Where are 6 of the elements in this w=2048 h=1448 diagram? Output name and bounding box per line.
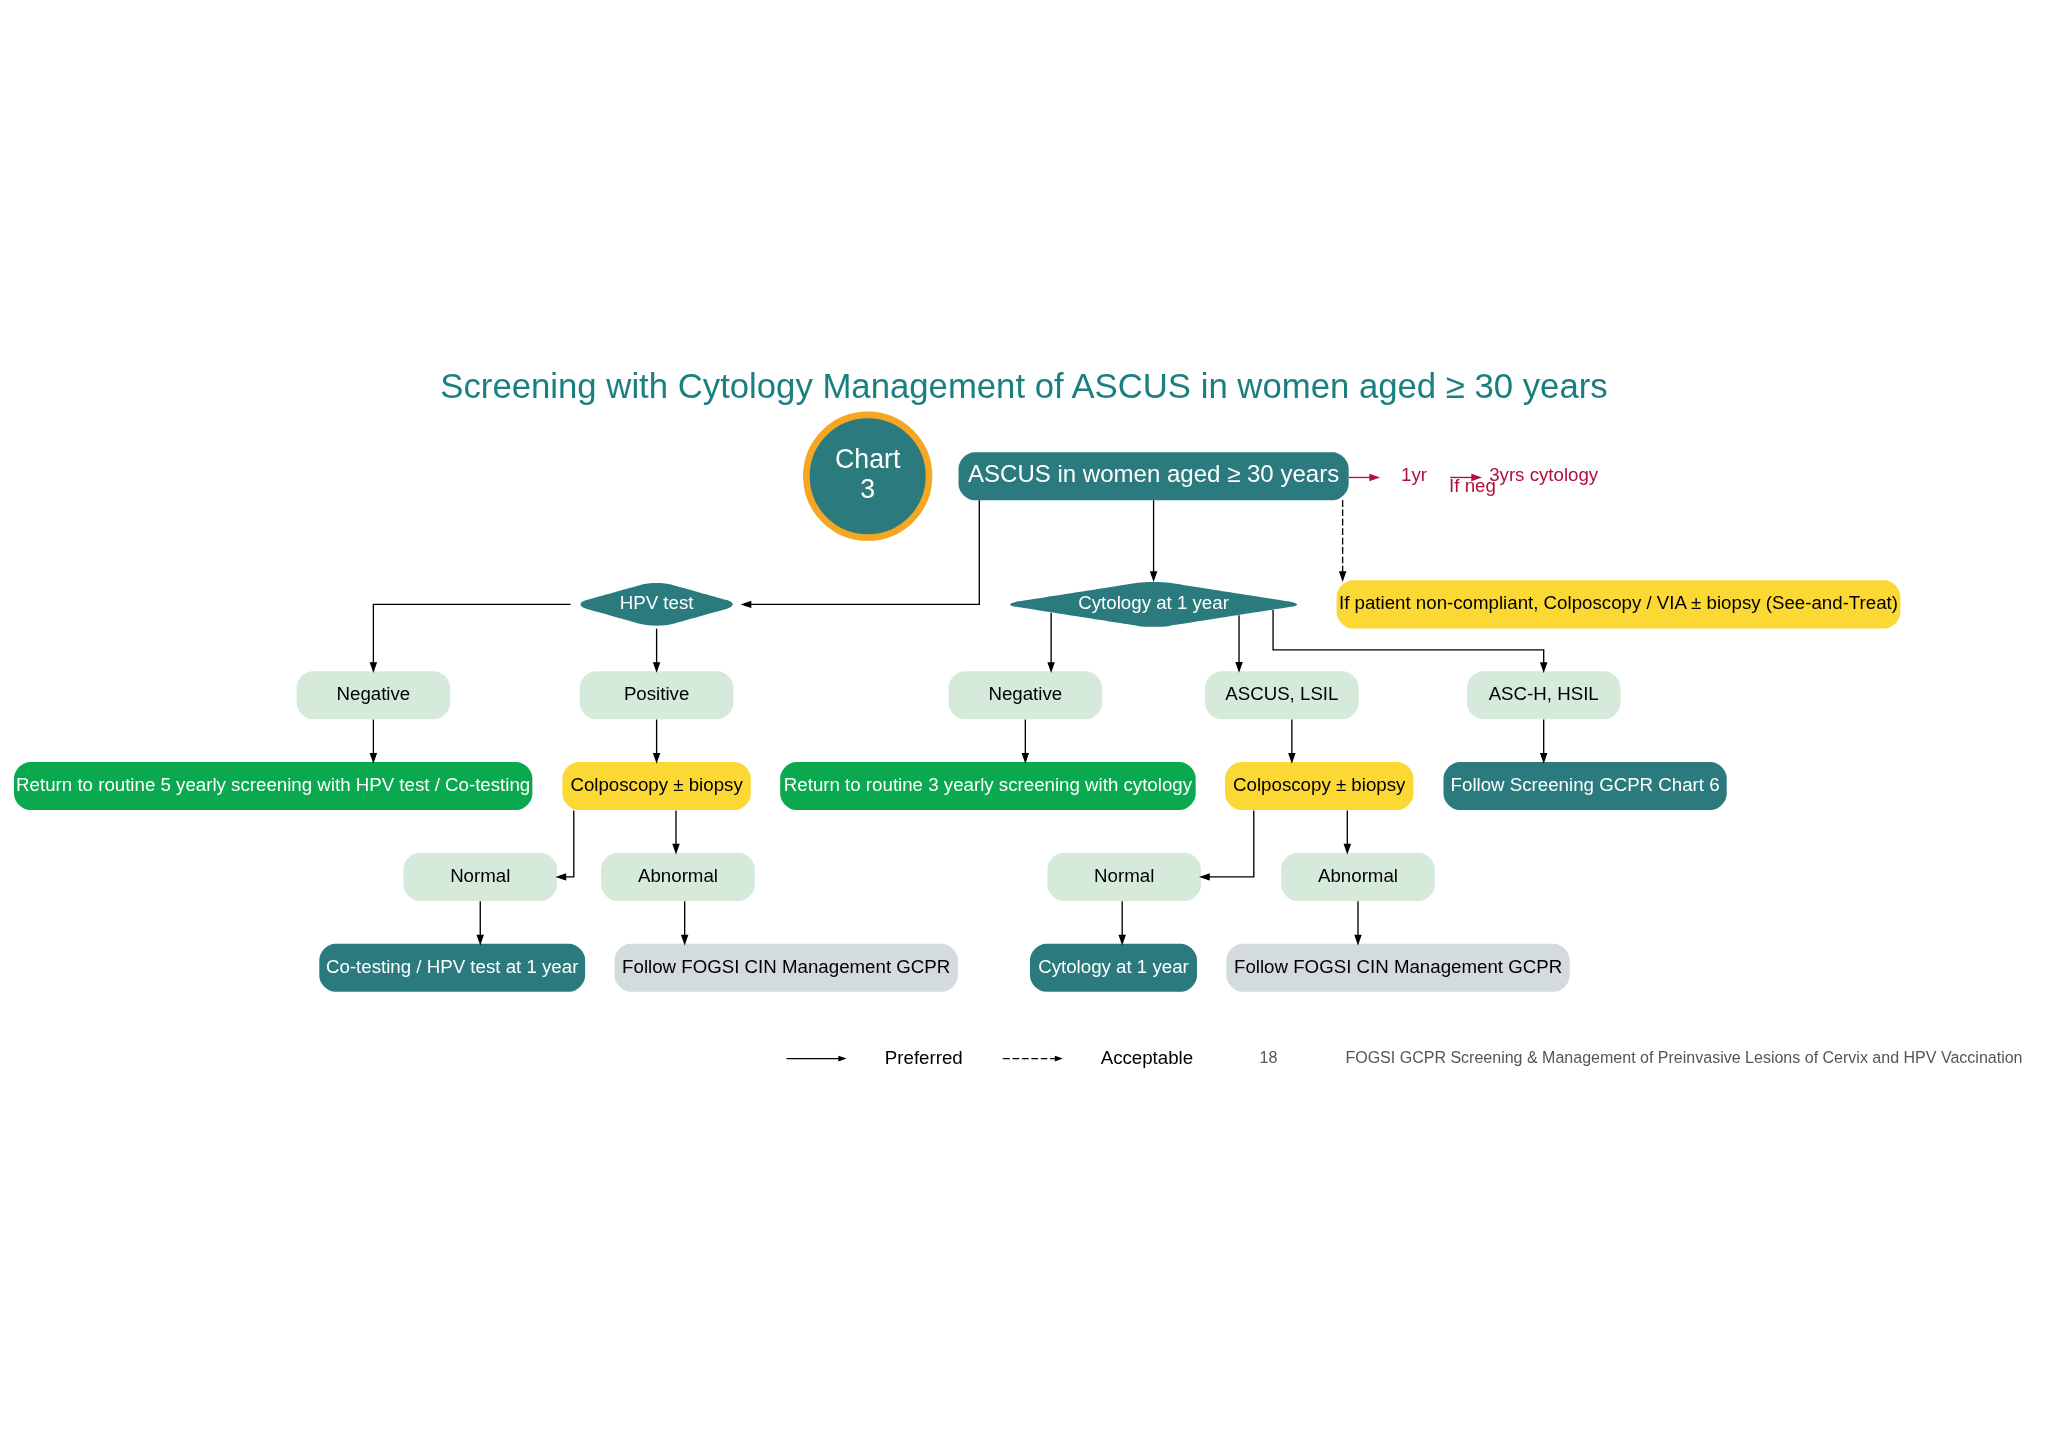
label: 18 — [1259, 1047, 1278, 1066]
diagram-title: Screening with Cytology Management of ASCUS in women aged ≥ 30 years — [440, 367, 1608, 406]
legend-label: Preferred — [884, 1046, 963, 1068]
label: FOGSI GCPR Screening & Management of Preinvasive Lesions of Cervix and HPV Vaccination — [1345, 1047, 2023, 1066]
legend-label: Acceptable — [1100, 1046, 1194, 1068]
node-text: 1yr — [1401, 464, 1428, 486]
